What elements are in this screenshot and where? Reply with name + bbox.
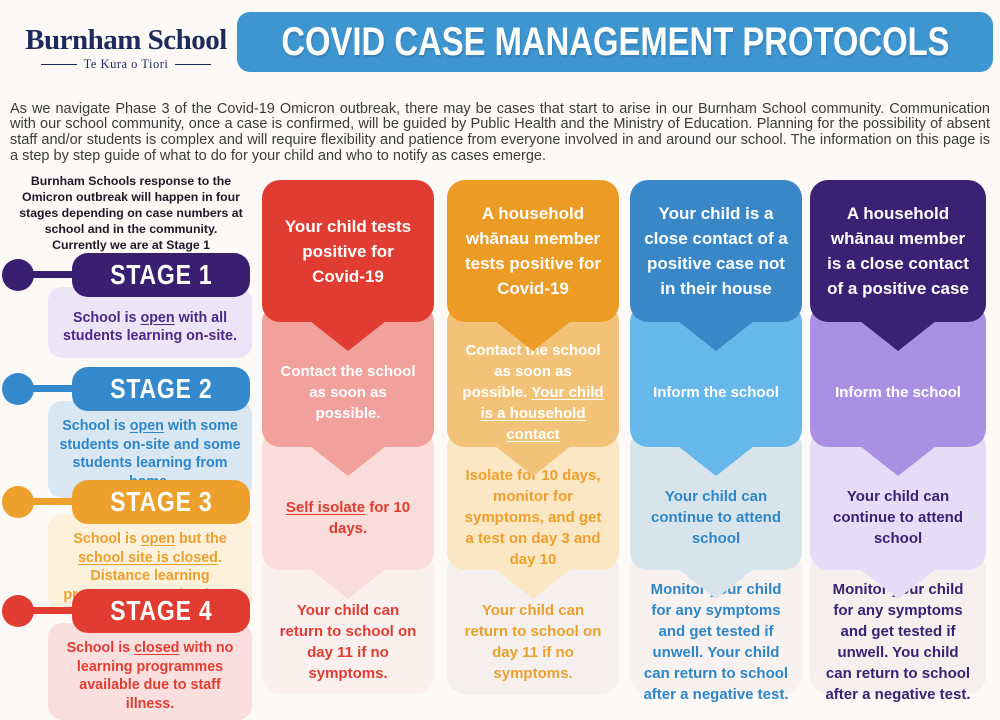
flow-step-text: A household whānau member tests positive… xyxy=(464,204,602,298)
flow-step-text: Inform the school xyxy=(653,384,779,401)
stage-row-4: School is closed with no learning progra… xyxy=(0,589,256,720)
stage-badge: STAGE 3 xyxy=(72,480,250,524)
flow-step-box: A household whānau member is a close con… xyxy=(810,180,986,351)
flow-step-text: Self isolate for 10 days. xyxy=(285,498,411,537)
school-logo: Burnham School Te Kura o Tiori xyxy=(18,24,234,72)
page-title-banner: COVID CASE MANAGEMENT PROTOCOLS xyxy=(237,12,993,72)
flow-step-text: Your child can return to school on day 1… xyxy=(279,602,417,682)
flow-column-household-close-contact: A household whānau member is a close con… xyxy=(810,180,986,703)
stage-description: School is open with some students on-sit… xyxy=(59,418,241,490)
stage-overview-text: Burnham Schools response to the Omicron … xyxy=(19,174,243,236)
flow-step-text: Your child can continue to attend school xyxy=(651,488,781,547)
stage-description-card: School is open with some students on-sit… xyxy=(48,401,252,498)
logo-rule-left xyxy=(40,64,77,65)
flow-step-text: Inform the school xyxy=(835,384,961,401)
stage-badge: STAGE 1 xyxy=(72,253,250,297)
flow-step-text: Your child is a close contact of a posit… xyxy=(644,204,788,298)
stage-overview-note: Burnham Schools response to the Omicron … xyxy=(12,173,250,253)
stage-description-card: School is open with all students learnin… xyxy=(48,287,252,358)
stage-row-2: School is open with some students on-sit… xyxy=(0,367,256,498)
stage-connector-line xyxy=(22,271,78,278)
stage-badge-label: STAGE 1 xyxy=(109,259,213,290)
stage-description: School is open with all students learnin… xyxy=(63,309,237,345)
stage-badge-label: STAGE 2 xyxy=(109,373,213,404)
stage-badge-label: STAGE 4 xyxy=(109,595,213,626)
stage-badge: STAGE 4 xyxy=(72,589,250,633)
stage-row-3: School is open but the school site is cl… xyxy=(0,480,256,611)
stage-description: School is closed with no learning progra… xyxy=(66,640,234,712)
flow-step-text: Your child can continue to attend school xyxy=(833,488,963,547)
intro-paragraph: As we navigate Phase 3 of the Covid-19 O… xyxy=(10,100,990,164)
flow-step-text: Your child can return to school on day 1… xyxy=(464,602,602,682)
stage-badge: STAGE 2 xyxy=(72,367,250,411)
stage-connector-line xyxy=(22,607,78,614)
flow-step-text: Isolate for 10 days, monitor for symptom… xyxy=(464,467,602,568)
flow-step-text: Contact the school as soon as possible. xyxy=(280,363,416,422)
flow-step-box: Your child is a close contact of a posit… xyxy=(630,180,802,351)
flow-step-box: A household whānau member tests positive… xyxy=(447,180,619,351)
school-logo-subtitle: Te Kura o Tiori xyxy=(83,57,169,71)
stage-row-1: School is open with all students learnin… xyxy=(0,253,256,365)
stage-connector-line xyxy=(22,385,78,392)
flow-step-text: Contact the school as soon as possible. … xyxy=(462,342,604,443)
stage-connector-line xyxy=(22,498,78,505)
school-logo-name: Burnham School xyxy=(25,24,227,56)
flow-step-box: Your child can continue to attend school xyxy=(630,429,802,599)
flow-step-box: Contact the school as soon as possible. xyxy=(262,304,434,476)
flow-step-box: Your child tests positive for Covid-19 xyxy=(262,180,434,351)
stage-badge-label: STAGE 3 xyxy=(109,486,213,517)
current-stage-note: Currently we are at Stage 1 xyxy=(52,238,210,252)
flow-step-text: A household whānau member is a close con… xyxy=(827,204,969,298)
page-title: COVID CASE MANAGEMENT PROTOCOLS xyxy=(280,19,950,64)
logo-rule-right xyxy=(175,64,212,65)
stage-description-card: School is closed with no learning progra… xyxy=(48,623,252,720)
flow-column-close-contact-outside: Your child is a close contact of a posit… xyxy=(630,180,802,703)
flow-column-household-tests-positive: A household whānau member tests positive… xyxy=(447,180,619,694)
flow-step-text: Your child tests positive for Covid-19 xyxy=(284,216,412,286)
flow-column-child-tests-positive: Your child tests positive for Covid-19 C… xyxy=(262,180,434,694)
